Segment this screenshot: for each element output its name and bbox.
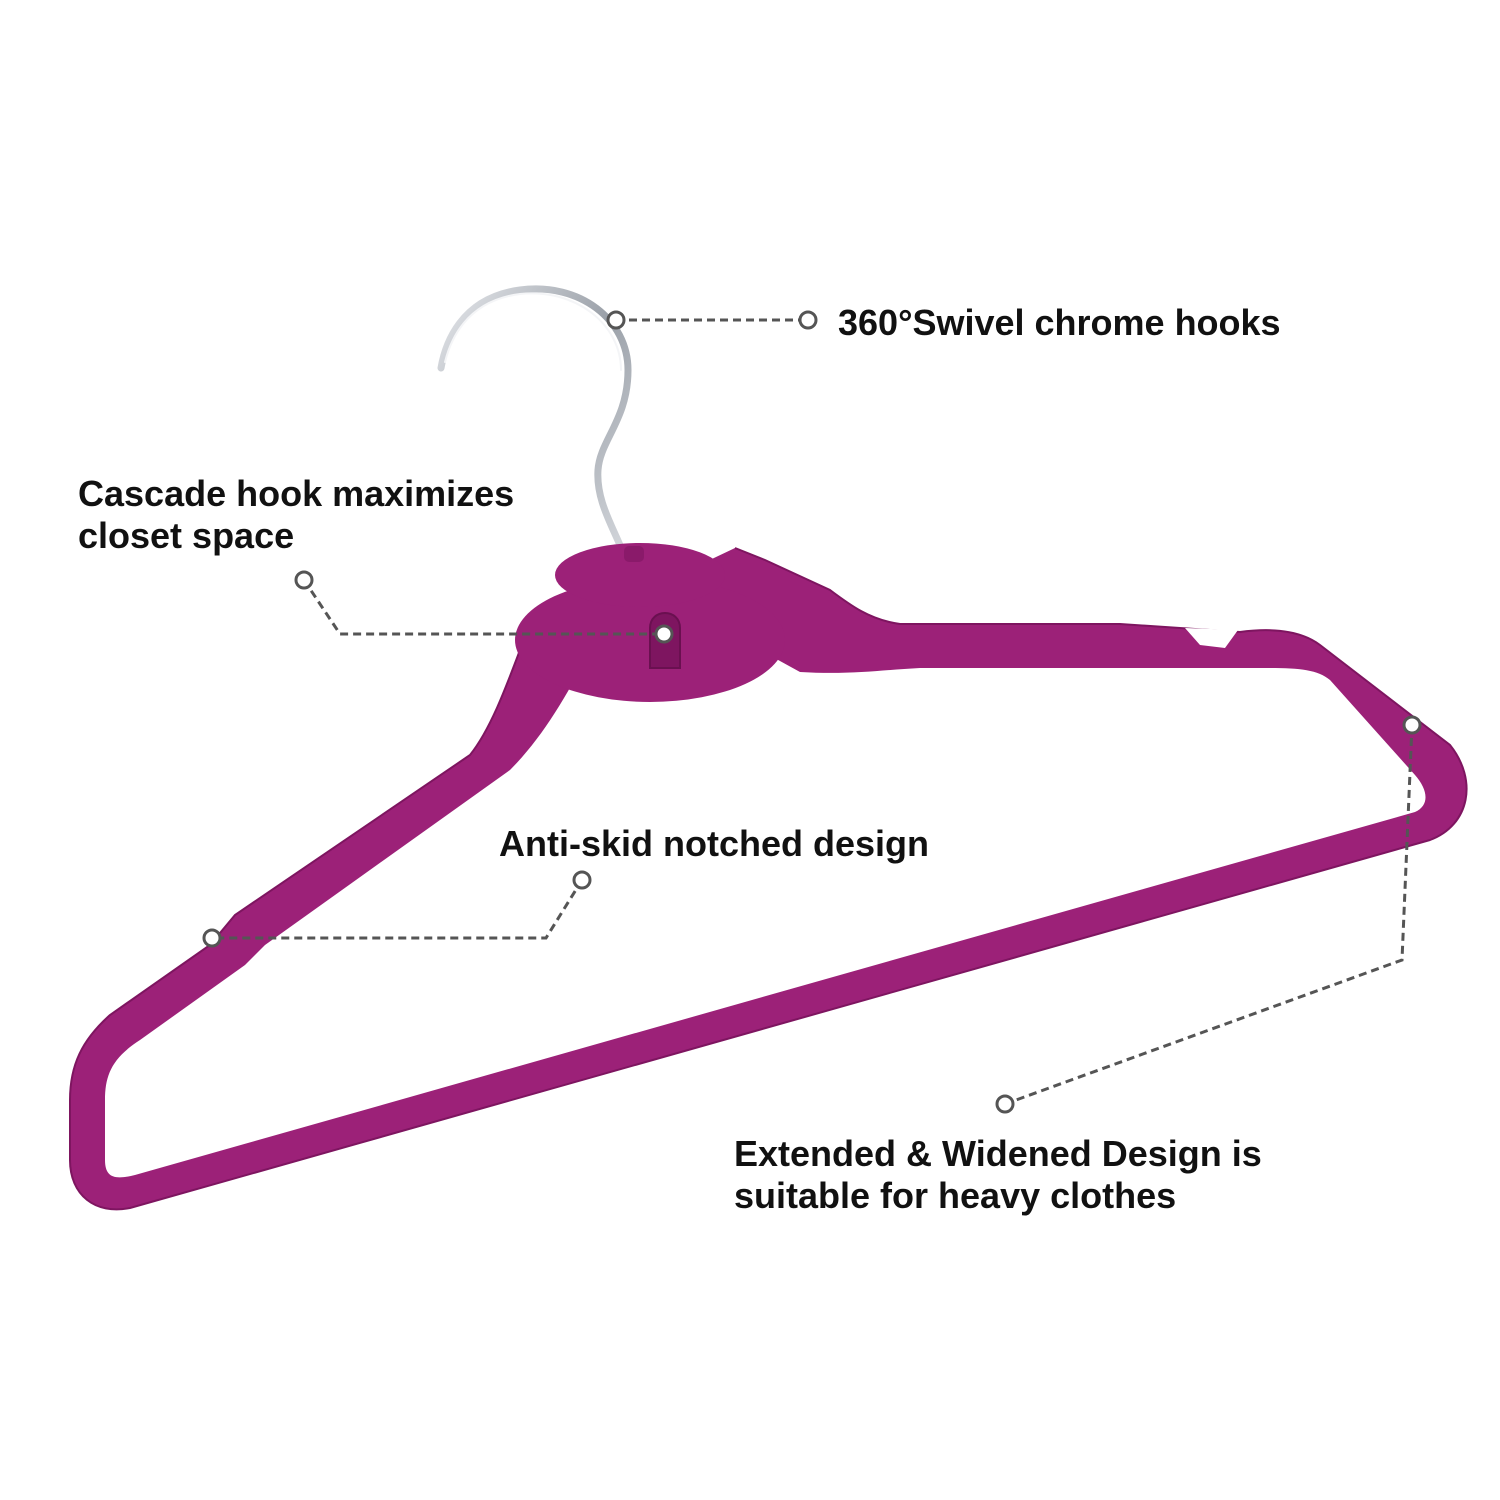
marker-extended-start [1402, 715, 1422, 735]
callout-extended-line-1: Extended & Widened Design is [734, 1133, 1262, 1174]
hook-collar [624, 546, 644, 562]
marker-swivel-start [606, 310, 626, 330]
leader-extended [1004, 724, 1414, 1106]
right-notch [1185, 628, 1238, 648]
callout-antiskid-line-1: Anti-skid notched design [499, 823, 930, 864]
callout-swivel-line-1: 360°Swivel chrome hooks [838, 302, 1281, 343]
leader-cascade [302, 579, 664, 636]
marker-extended-end [995, 1094, 1015, 1114]
hanger-inner-opening [105, 650, 1426, 1178]
marker-cascade-start [294, 570, 314, 590]
hanger-center-neck [555, 543, 725, 607]
velvet-hanger-body [69, 543, 1468, 1211]
marker-swivel-end [798, 310, 818, 330]
chrome-hook-highlight [444, 292, 622, 371]
callout-extended-design: Extended & Widened Design is suitable fo… [734, 1133, 1262, 1217]
callout-extended-line-2: suitable for heavy clothes [734, 1175, 1177, 1216]
marker-antiskid-start [572, 870, 592, 890]
callout-anti-skid: Anti-skid notched design [499, 823, 929, 865]
marker-antiskid-end [202, 928, 222, 948]
callout-cascade-line-1: Cascade hook maximizes [78, 473, 515, 514]
chrome-hook [437, 285, 632, 554]
callout-swivel-hook: 360°Swivel chrome hooks [838, 302, 1281, 344]
leader-antiskid [212, 879, 584, 940]
callout-cascade-line-2: closet space [78, 515, 295, 556]
marker-cascade-end [654, 624, 674, 644]
callout-cascade-hook: Cascade hook maximizes closet space [78, 473, 514, 557]
leader-lines [202, 310, 1422, 1114]
